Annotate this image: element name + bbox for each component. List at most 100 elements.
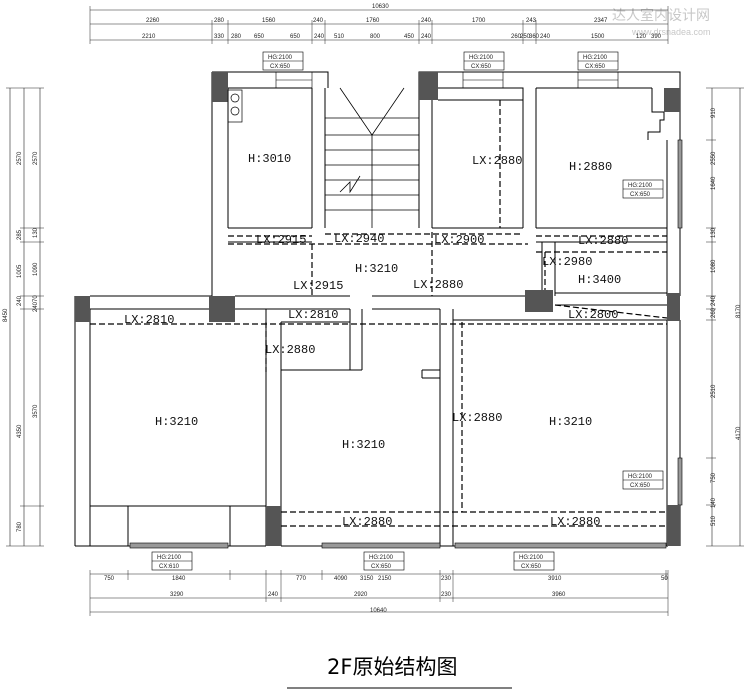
bottom-dim-9: 50 bbox=[661, 576, 668, 582]
right-dim-5: 1080 bbox=[711, 259, 717, 273]
top-dim-7: 1700 bbox=[472, 18, 486, 24]
right-dim-11: 140 bbox=[711, 497, 717, 508]
top-dim-4: 240 bbox=[313, 18, 324, 24]
stove-icon bbox=[227, 89, 243, 123]
window-tag-hg: HG:2100 bbox=[519, 555, 544, 561]
top-dimensions bbox=[89, 6, 669, 44]
watermark-site: www.drsnadea.com bbox=[631, 27, 711, 37]
watermark-name: 达人室内设计网 bbox=[612, 7, 710, 24]
bottom-dim2-5: 3960 bbox=[552, 592, 566, 598]
top-dim-5: 1760 bbox=[366, 18, 380, 24]
window-tag-cx: CX:650 bbox=[371, 564, 392, 570]
window-tag-hg: HG:2100 bbox=[628, 474, 653, 480]
beam-label: LX:2880 bbox=[413, 278, 463, 292]
left-dim-3: 1005 bbox=[17, 264, 23, 278]
window-tag-hg: HG:2100 bbox=[268, 55, 293, 61]
right-dim-7: 260 bbox=[711, 307, 717, 318]
top-dim-total: 10630 bbox=[372, 4, 389, 10]
bottom-dim-8: 3910 bbox=[548, 576, 562, 582]
top-dim2-5: 650 bbox=[290, 34, 301, 40]
room-height-left-room: H:3210 bbox=[155, 415, 198, 429]
beam-label: LX:2880 bbox=[550, 515, 600, 529]
room-height-middle-room: H:3210 bbox=[342, 438, 385, 452]
window-tag-hg: HG:2100 bbox=[157, 555, 182, 561]
top-dim2-14: 240 bbox=[540, 34, 551, 40]
beam-label: LX:2880 bbox=[472, 154, 522, 168]
window-tag-cx: CX:650 bbox=[630, 192, 651, 198]
top-dim2-17: 390 bbox=[651, 34, 662, 40]
top-dim-9: 2347 bbox=[594, 18, 608, 24]
left-dim-total: 8450 bbox=[3, 308, 9, 322]
top-dim2-7: 510 bbox=[334, 34, 345, 40]
room-height-hall: H:3210 bbox=[355, 262, 398, 276]
left-inner-3: 1090 bbox=[33, 262, 39, 276]
beam-label: LX:2880 bbox=[265, 343, 315, 357]
top-dim2-10: 240 bbox=[421, 34, 432, 40]
window-tag-cx: CX:650 bbox=[585, 64, 606, 70]
beam-label: LX:2800 bbox=[568, 308, 618, 322]
top-dim-6: 240 bbox=[421, 18, 432, 24]
left-dim-5: 4350 bbox=[17, 424, 23, 438]
top-dim-3: 1560 bbox=[262, 18, 276, 24]
left-inner-5: 3570 bbox=[33, 404, 39, 418]
beam-label: LX:2980 bbox=[542, 255, 592, 269]
top-dim2-1: 2210 bbox=[142, 34, 156, 40]
left-inner-4: 70 bbox=[33, 295, 39, 302]
bottom-dimensions bbox=[89, 570, 669, 616]
left-dim-4: 240 bbox=[17, 295, 23, 306]
beam-lines bbox=[90, 100, 668, 527]
top-dim2-12: 250 bbox=[520, 34, 531, 40]
top-dim-2: 280 bbox=[214, 18, 225, 24]
window-tag-hg: HG:2100 bbox=[469, 55, 494, 61]
left-inner-1: 2570 bbox=[33, 151, 39, 165]
window-tag-hg: HG:2100 bbox=[369, 555, 394, 561]
left-dim-1: 2570 bbox=[17, 151, 23, 165]
window-tag-cx: CX:650 bbox=[630, 483, 651, 489]
bottom-dim-3: 770 bbox=[296, 576, 307, 582]
window-tag-hg: HG:2100 bbox=[628, 183, 653, 189]
bottom-dim-2: 1840 bbox=[172, 576, 186, 582]
beam-label: LX:2900 bbox=[434, 233, 484, 247]
columns bbox=[75, 72, 680, 546]
right-dim-12: 510 bbox=[711, 515, 717, 526]
top-dim-1: 2260 bbox=[146, 18, 160, 24]
right-dim-4: 130 bbox=[711, 227, 717, 238]
left-inner-2: 130 bbox=[33, 227, 39, 238]
right-dimensions bbox=[706, 87, 744, 547]
window-tag-cx: CX:650 bbox=[471, 64, 492, 70]
top-dim2-6: 240 bbox=[314, 34, 325, 40]
window-tag-cx: CX:610 bbox=[159, 564, 180, 570]
right-dim-2: 2550 bbox=[711, 151, 717, 165]
bottom-dim2-4: 230 bbox=[441, 592, 452, 598]
top-dim2-15: 1500 bbox=[591, 34, 605, 40]
right-dim-8: 2510 bbox=[711, 384, 717, 398]
top-dim-8: 243 bbox=[526, 18, 537, 24]
top-dim2-11: 260 bbox=[511, 34, 522, 40]
bottom-dim-5: 3150 bbox=[360, 576, 374, 582]
right-dim-total: 8170 bbox=[736, 304, 742, 318]
bottom-dim-7: 230 bbox=[441, 576, 452, 582]
bottom-dim-1: 750 bbox=[104, 576, 115, 582]
right-dim-3: 1640 bbox=[711, 176, 717, 190]
left-dim-2: 285 bbox=[17, 229, 23, 240]
room-height-bath: H:3400 bbox=[578, 273, 621, 287]
top-dim2-13: 360 bbox=[529, 34, 540, 40]
right-dim-6: 240 bbox=[711, 295, 717, 306]
beam-label: LX:2810 bbox=[288, 308, 338, 322]
top-dim2-4: 650 bbox=[254, 34, 265, 40]
bottom-dim-total: 10640 bbox=[370, 608, 387, 614]
room-height-right-room: H:3210 bbox=[549, 415, 592, 429]
drawing-title: 2F原始结构图 bbox=[327, 655, 457, 679]
right-dim-10: 750 bbox=[711, 472, 717, 483]
beam-label: LX:2880 bbox=[452, 411, 502, 425]
top-dim2-9: 450 bbox=[404, 34, 415, 40]
beam-label: LX:2880 bbox=[578, 234, 628, 248]
room-height-bedroom-ne: H:2880 bbox=[569, 160, 612, 174]
left-inner-6: 240 bbox=[33, 301, 39, 312]
left-dim-6: 780 bbox=[17, 521, 23, 532]
window-tag-hg: HG:2100 bbox=[583, 55, 608, 61]
beam-label: LX:2940 bbox=[334, 232, 384, 246]
bottom-dim2-3: 2920 bbox=[354, 592, 368, 598]
beam-label: LX:2880 bbox=[342, 515, 392, 529]
